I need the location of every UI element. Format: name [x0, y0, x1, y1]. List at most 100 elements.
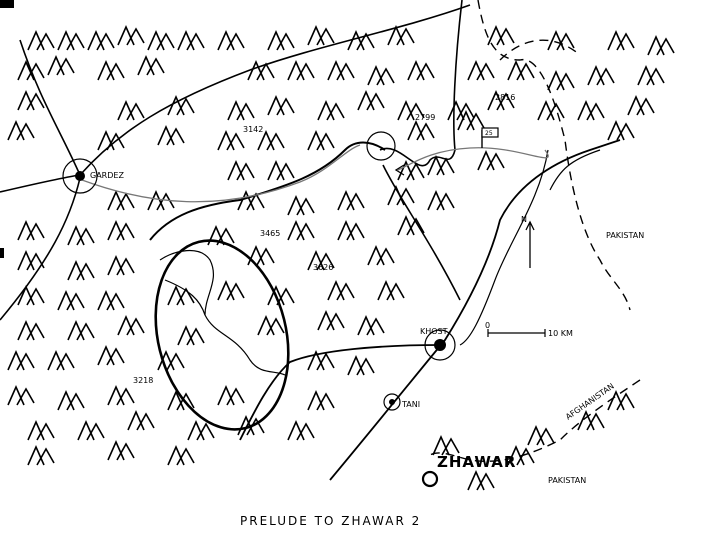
mountain-icon — [47, 55, 75, 76]
flag-label: 25 — [485, 130, 493, 137]
road-main — [149, 141, 386, 241]
mountain-icon — [287, 195, 315, 216]
mountain-icon — [397, 100, 425, 121]
mountain-icon — [167, 390, 195, 411]
mountain-icon — [607, 390, 635, 411]
flag-icon — [481, 127, 499, 148]
mountain-icon — [337, 190, 365, 211]
mountain-icon — [17, 250, 45, 271]
border-dashed — [429, 0, 641, 462]
mountain-icon — [17, 60, 45, 81]
road-gardez-southwest — [0, 177, 81, 321]
mountain-icon — [367, 65, 395, 86]
map-title: PRELUDE TO ZHAWAR 2 — [240, 514, 421, 528]
mountain-icon — [627, 95, 655, 116]
mountain-icon — [67, 260, 95, 281]
mountain-icon — [177, 30, 205, 51]
mountain-icon — [407, 120, 435, 141]
peak-label: 2799 — [415, 113, 435, 122]
mountain-icon — [397, 215, 425, 236]
mountain-icon — [107, 385, 135, 406]
mountain-icon — [257, 130, 285, 151]
mountain-icon — [217, 130, 245, 151]
arrowhead-icon — [394, 164, 405, 176]
mountain-icon — [217, 385, 245, 406]
river-east — [549, 149, 601, 191]
mountain-icon — [57, 390, 85, 411]
mountain-icon — [7, 385, 35, 406]
mountain-icon — [147, 30, 175, 51]
mountain-icon — [607, 30, 635, 51]
mountain-icon — [307, 130, 335, 151]
mountain-icon — [57, 290, 85, 311]
corner-mark — [0, 0, 14, 8]
mountain-icon — [7, 120, 35, 141]
mountain-icon — [27, 420, 55, 441]
mountain-icon — [432, 435, 460, 456]
mountain-icon — [647, 35, 675, 56]
scale-start: 0 — [485, 321, 490, 330]
scale-bar — [487, 329, 546, 337]
north-label: N — [521, 215, 527, 224]
mountain-icon — [87, 30, 115, 51]
mountain-icon — [17, 90, 45, 111]
town-markers — [62, 131, 456, 488]
peak-label: 3465 — [260, 229, 280, 238]
mountain-icon — [97, 345, 125, 366]
mountain-icon — [17, 285, 45, 306]
mountain-icon — [107, 440, 135, 461]
mountain-icon — [357, 315, 385, 336]
mountain-icon — [67, 225, 95, 246]
mountain-icon — [17, 220, 45, 241]
mountain-icon — [307, 390, 335, 411]
mountain-icon — [637, 65, 665, 86]
mountain-icon — [317, 310, 345, 331]
mountain-icon — [137, 55, 165, 76]
route-double — [81, 144, 361, 203]
mountain-icon — [547, 70, 575, 91]
mountain-icon — [117, 100, 145, 121]
mountain-icon — [17, 320, 45, 341]
mountain-icon — [267, 95, 295, 116]
label-pakistan-east: PAKISTAN — [606, 231, 644, 240]
mountain-icon — [317, 100, 345, 121]
mountain-icon — [347, 30, 375, 51]
label-zhawar: ZHAWAR — [437, 453, 516, 471]
mountain-icon — [587, 65, 615, 86]
mountain-icon — [327, 60, 355, 81]
mountain-icon — [527, 425, 555, 446]
mountain-icon — [407, 60, 435, 81]
mountain-icon — [487, 25, 515, 46]
river-central — [382, 164, 461, 301]
mountain-icon — [97, 130, 125, 151]
mountain-icon — [167, 445, 195, 466]
mountain-icon — [107, 255, 135, 276]
mountain-icon — [387, 25, 415, 46]
rivers-and-roads — [0, 0, 621, 481]
river-north — [79, 4, 471, 176]
mountain-icon — [577, 100, 605, 121]
road-gardez-west — [0, 174, 81, 193]
area-of-operations-ellipse — [154, 239, 290, 431]
mountain-icon — [247, 245, 275, 266]
mountain-icon — [487, 90, 515, 111]
mountain-icon — [97, 290, 125, 311]
mountain-icon — [97, 60, 125, 81]
mountain-icon — [167, 285, 195, 306]
mountain-icon — [77, 420, 105, 441]
mountain-icon — [347, 355, 375, 376]
mountain-icon — [287, 60, 315, 81]
stream-top — [159, 250, 215, 316]
mountain-icon — [147, 190, 175, 211]
mountain-icon — [27, 30, 55, 51]
mountain-icon — [337, 220, 365, 241]
mountain-icon — [7, 350, 35, 371]
mountain-icon — [267, 30, 295, 51]
mountain-icon — [577, 410, 605, 431]
mountain-icon — [607, 120, 635, 141]
label-gardez: GARDEZ — [90, 171, 124, 180]
mountain-icon — [167, 95, 195, 116]
mountain-icon — [117, 25, 145, 46]
